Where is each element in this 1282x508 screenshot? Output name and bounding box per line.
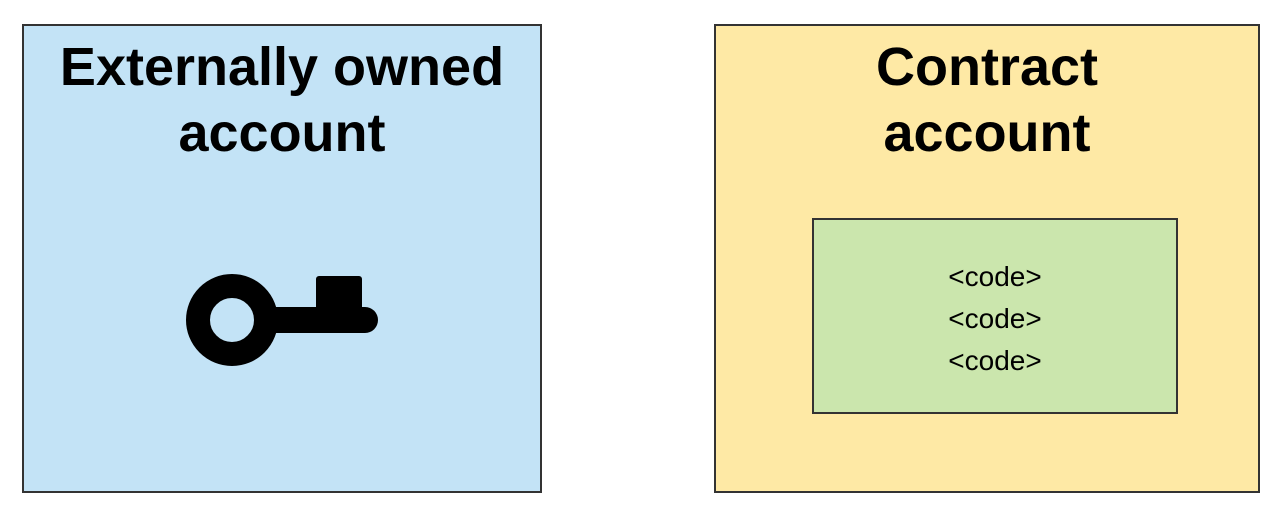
contract-title-line-1: Contract xyxy=(875,37,1098,97)
externally-owned-account-title: Externally owned account xyxy=(24,34,540,166)
key-icon xyxy=(186,274,378,366)
code-line-1: <code> xyxy=(948,261,1042,292)
contract-account-box: Contract account <code> <code> <code> xyxy=(714,24,1260,493)
code-lines: <code> <code> <code> xyxy=(814,256,1176,382)
contract-code-box: <code> <code> <code> xyxy=(812,218,1178,414)
eoa-title-line-1: Externally owned xyxy=(59,37,505,97)
contract-account-title: Contract account xyxy=(716,34,1258,166)
code-line-2: <code> xyxy=(948,303,1042,334)
eoa-title-line-2: account xyxy=(178,103,386,163)
code-line-3: <code> xyxy=(948,345,1042,376)
externally-owned-account-box: Externally owned account xyxy=(22,24,542,493)
contract-title-line-2: account xyxy=(883,103,1091,163)
